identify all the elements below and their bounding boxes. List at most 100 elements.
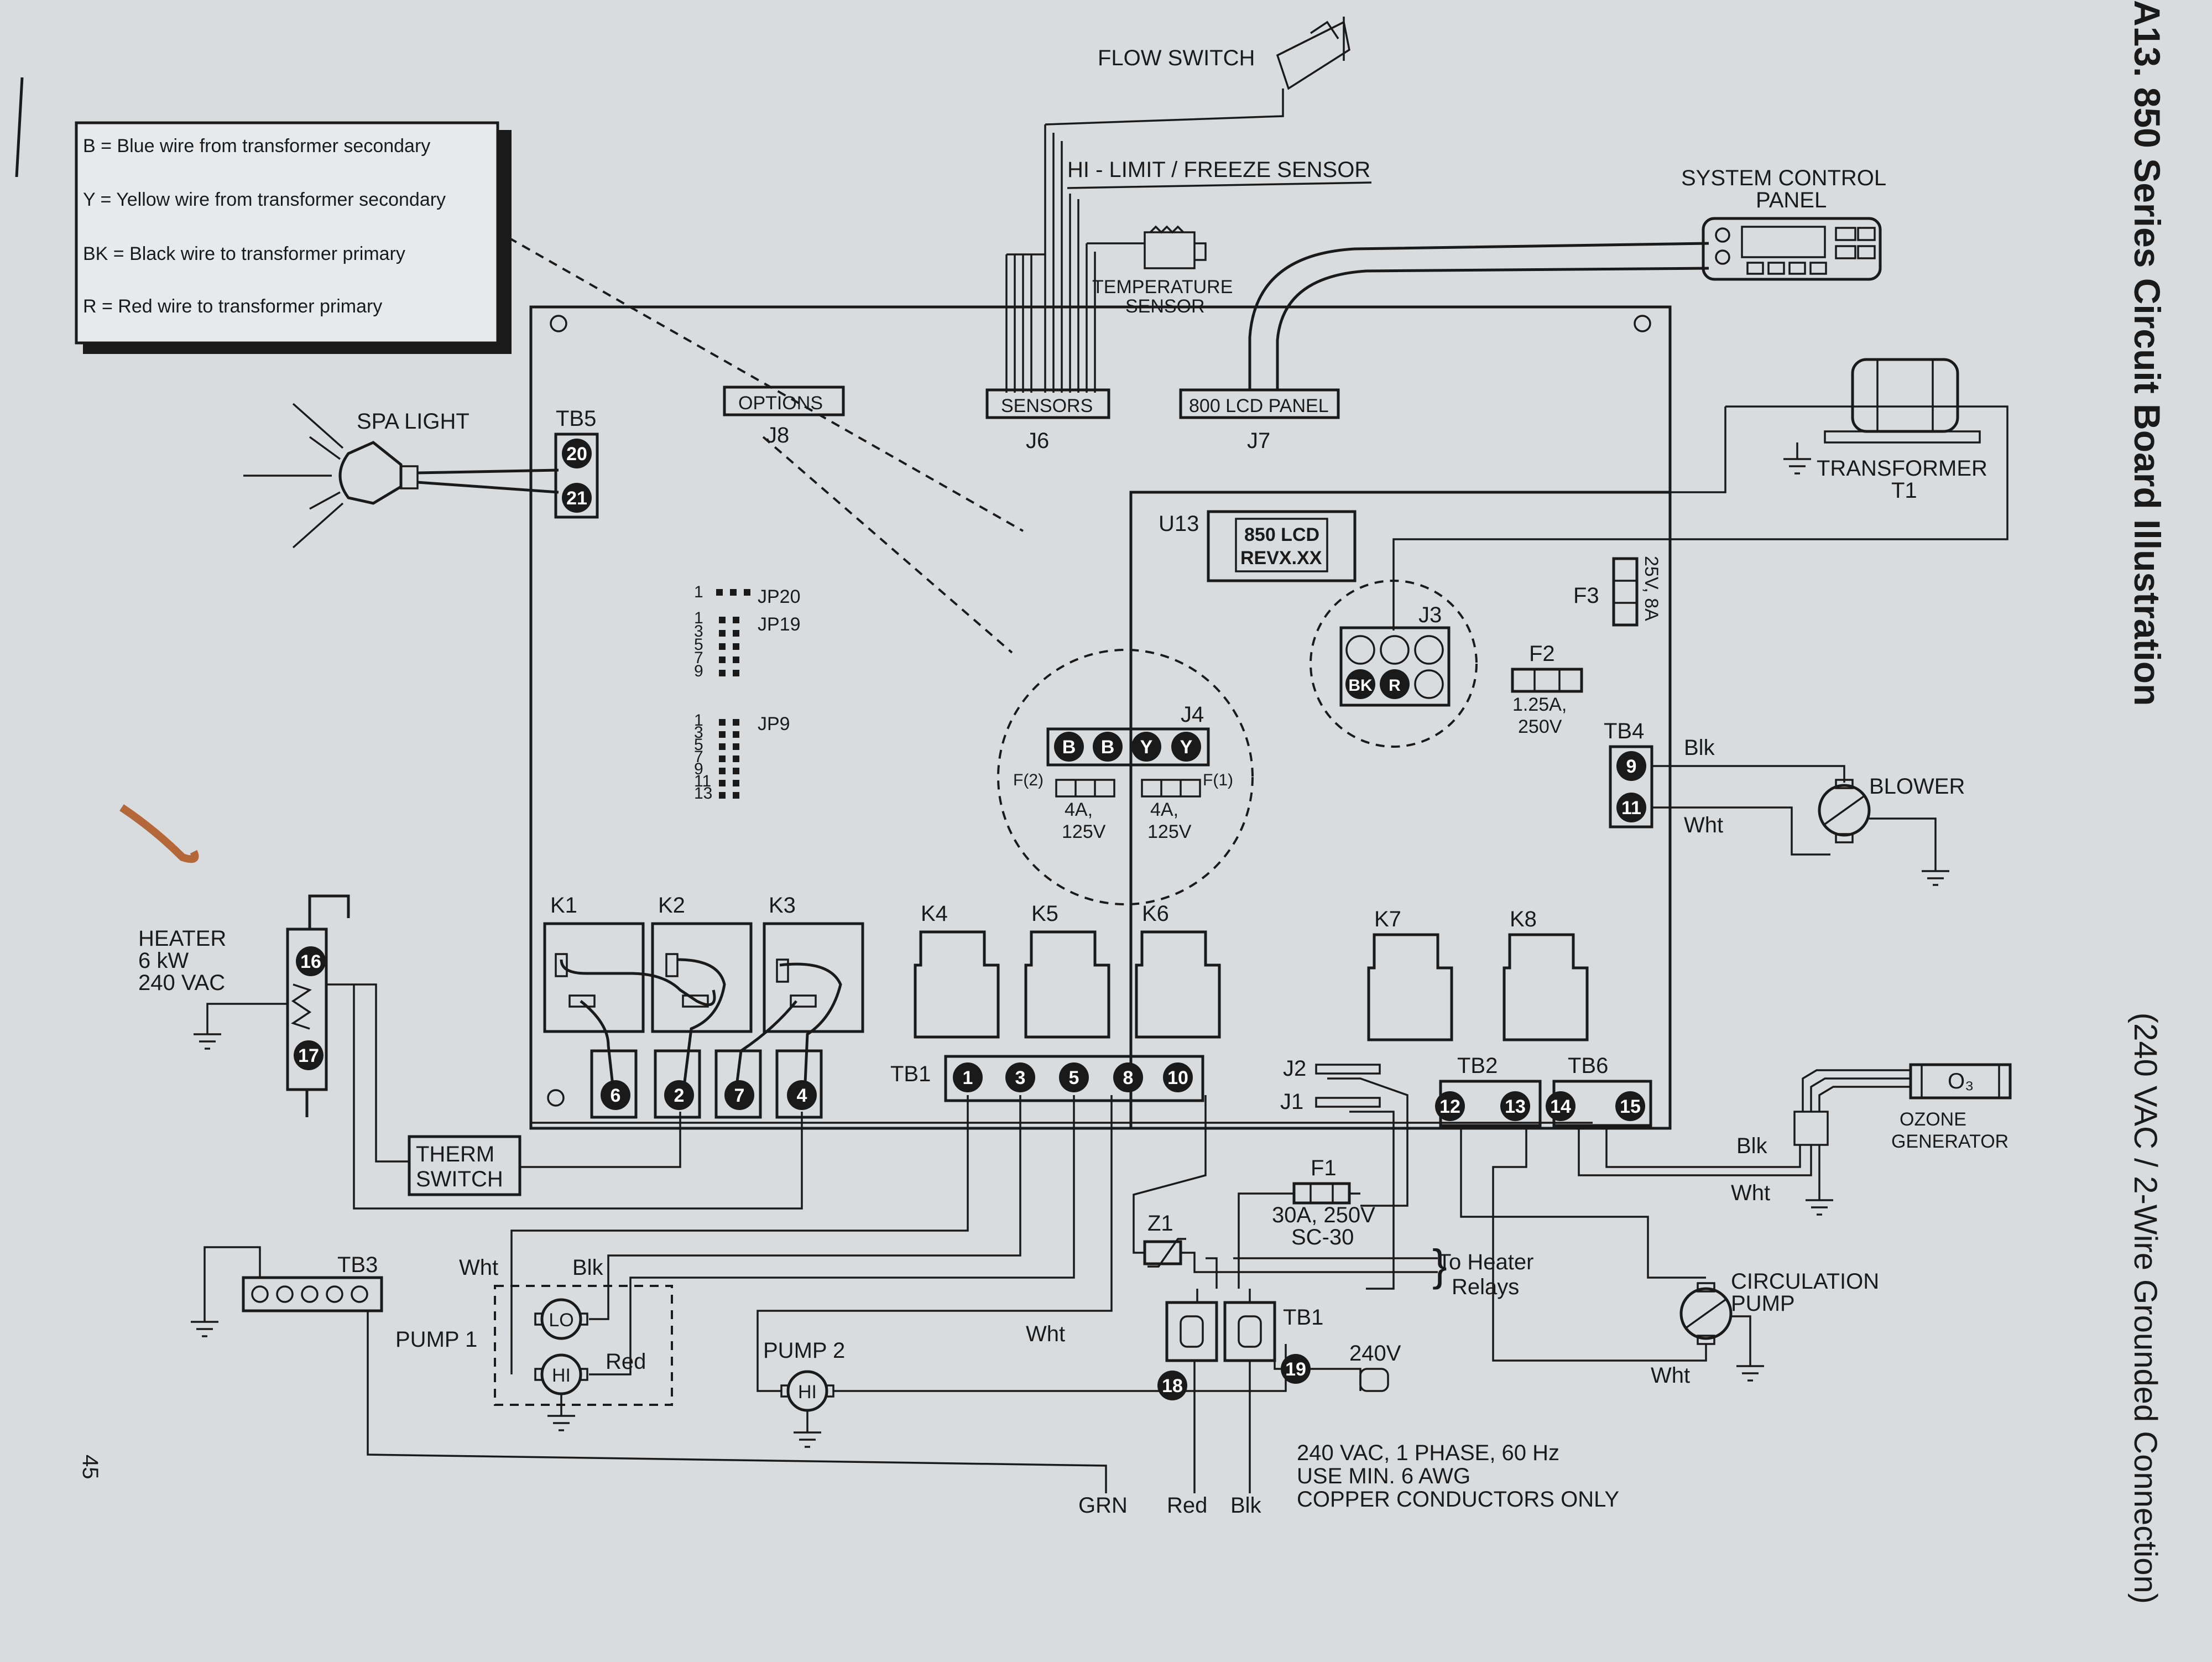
svg-text:9: 9 — [1626, 756, 1637, 777]
relay-pin-6: 6 — [601, 1080, 630, 1110]
heater-pin-17: 17 — [294, 1040, 324, 1070]
label-u13: U13 — [1159, 512, 1199, 536]
svg-text:2: 2 — [674, 1085, 685, 1106]
z1-varistor — [1133, 1095, 1438, 1289]
jumper-pin — [719, 719, 726, 726]
j3-pin-r: R — [1380, 669, 1410, 699]
svg-text:19: 19 — [1285, 1359, 1306, 1380]
tb4-terminal-block — [1609, 745, 1653, 829]
heater-pin-16: 16 — [296, 946, 326, 976]
label-f-right: F(1) — [1203, 771, 1233, 789]
label-f2-rating-1: 1.25A, — [1512, 694, 1567, 715]
mount-hole — [550, 315, 567, 332]
j4-pin-b2: B — [1093, 732, 1123, 762]
j4-connector — [1046, 727, 1210, 767]
label-circ-pump-2: PUMP — [1731, 1291, 1795, 1316]
label-k6: K6 — [1142, 902, 1169, 926]
relay-k6 — [1135, 930, 1221, 1039]
label-wht-blower: Wht — [1684, 813, 1723, 837]
label-j6: J6 — [1026, 429, 1049, 453]
legend-callout-upper — [508, 237, 1024, 532]
jumper-pin — [719, 780, 726, 786]
page-number: 45 — [78, 1455, 102, 1479]
label-tb4: TB4 — [1604, 719, 1644, 743]
tb1-pin-10: 10 — [1163, 1062, 1193, 1092]
relay-pin-7: 7 — [724, 1080, 754, 1110]
label-system-panel-1: SYSTEM CONTROL — [1681, 166, 1886, 190]
label-to-heater-1: To Heater — [1438, 1250, 1533, 1274]
label-ozone-gen-2: GENERATOR — [1891, 1131, 2008, 1152]
heater-element — [194, 894, 350, 1117]
label-red-pump1: Red — [606, 1350, 646, 1374]
tb1-pin-3: 3 — [1005, 1062, 1035, 1092]
temperature-sensor — [1144, 225, 1207, 269]
pump1-hi-winding — [534, 1353, 588, 1431]
power-feed-wires — [1193, 1361, 1251, 1493]
relay-k2 — [651, 922, 753, 1033]
power-pin-18: 18 — [1157, 1371, 1187, 1400]
label-k4: K4 — [921, 902, 948, 926]
j1-wiring — [1349, 1111, 1395, 1290]
label-lcd-panel: 800 LCD PANEL — [1189, 395, 1329, 416]
label-j7: J7 — [1247, 429, 1270, 453]
240v-terminal — [1359, 1368, 1389, 1392]
label-temp-sensor-2: SENSOR — [1125, 296, 1205, 317]
label-tb2: TB2 — [1457, 1054, 1498, 1078]
jumper-number: 11 — [694, 772, 711, 790]
tb1-pin-5: 5 — [1059, 1062, 1089, 1092]
jumper-number: 1 — [694, 609, 703, 627]
jumper-pin — [719, 731, 726, 738]
label-red-power: Red — [1167, 1493, 1207, 1518]
label-k3: K3 — [769, 893, 796, 918]
jumper-number: 7 — [694, 649, 703, 667]
tb5-pin-20: 20 — [562, 439, 592, 468]
svg-text:Y: Y — [1180, 737, 1193, 758]
label-fuse-left-rating-a: 4A, — [1065, 799, 1093, 820]
label-z1: Z1 — [1147, 1211, 1173, 1236]
label-blower: BLOWER — [1869, 774, 1965, 799]
label-jp20: JP20 — [758, 586, 801, 607]
svg-text:8: 8 — [1123, 1067, 1134, 1088]
j2-j1-wiring — [1327, 1077, 1408, 1207]
svg-text:4: 4 — [797, 1085, 807, 1106]
label-circ-pump-1: CIRCULATION — [1731, 1269, 1879, 1294]
j3-detail-circle — [1310, 580, 1478, 748]
fuse-f1-4a — [1141, 779, 1201, 798]
label-wht-pump1: Wht — [459, 1255, 498, 1280]
tb2-pin-13: 13 — [1500, 1091, 1530, 1121]
jumper-pin — [733, 617, 739, 623]
svg-text:7: 7 — [734, 1085, 745, 1106]
j3-pin-bk: BK — [1345, 669, 1375, 699]
f3-fuse — [1612, 557, 1639, 627]
label-tb3: TB3 — [337, 1253, 378, 1277]
svg-text:Y: Y — [1140, 737, 1153, 758]
label-j8: J8 — [766, 423, 789, 447]
label-power-2: USE MIN. 6 AWG — [1297, 1464, 1470, 1488]
label-pump1: PUMP 1 — [395, 1327, 477, 1352]
label-f1-rating-2: SC-30 — [1291, 1225, 1354, 1249]
jumper-pin — [733, 657, 739, 663]
label-power-1: 240 VAC, 1 PHASE, 60 Hz — [1297, 1441, 1559, 1465]
sensor-cables — [1005, 124, 1372, 393]
jumper-number: 5 — [694, 736, 703, 754]
label-j2: J2 — [1283, 1056, 1306, 1081]
legend-line-2: Y = Yellow wire from transformer seconda… — [83, 189, 446, 210]
pump1-red-wire — [589, 1095, 1075, 1376]
label-f3-rating: 25V, 8A — [1641, 556, 1662, 621]
relay-k4 — [914, 930, 1000, 1039]
system-control-panel-device — [1702, 217, 1882, 281]
label-tb1: TB1 — [890, 1062, 931, 1086]
fuse-f2-4a — [1055, 779, 1115, 798]
label-to-heater-2: Relays — [1452, 1275, 1519, 1299]
tb6-pin-14: 14 — [1546, 1091, 1575, 1121]
jumper-pin — [719, 630, 726, 637]
label-blk-power: Blk — [1230, 1493, 1262, 1518]
label-lo: LO — [549, 1310, 573, 1331]
panel-cable — [1276, 267, 1709, 390]
label-f1-rating-1: 30A, 250V — [1272, 1203, 1375, 1227]
relay-k1-jumper — [560, 959, 716, 1007]
margin-mark — [15, 77, 24, 178]
j2-connector — [1315, 1064, 1381, 1075]
